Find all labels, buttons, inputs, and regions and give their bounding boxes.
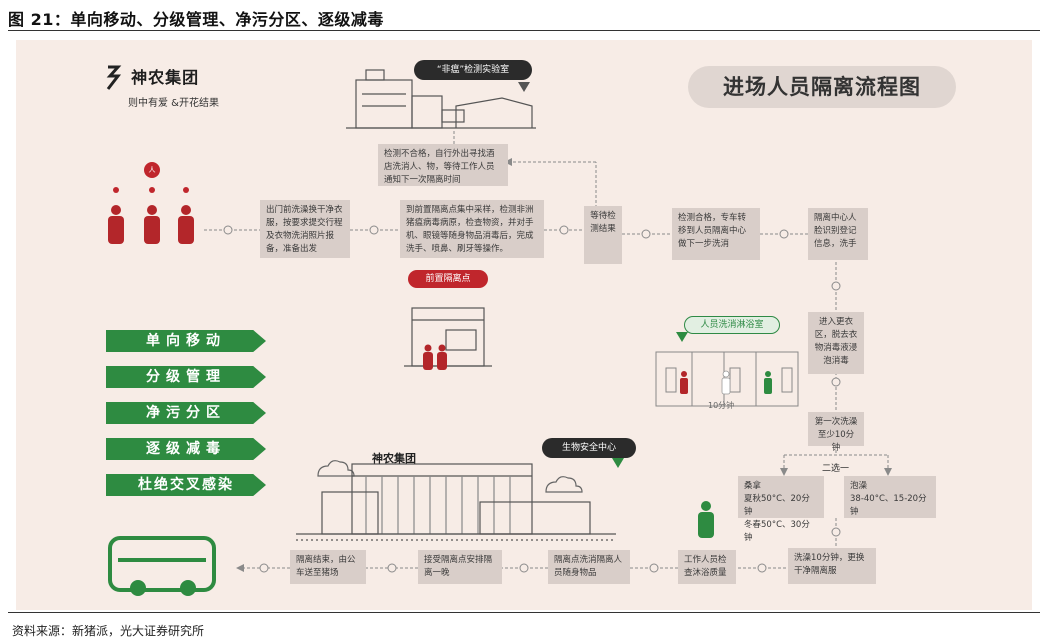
check-circle-icon: [649, 563, 659, 573]
step-10-box: 工作人员检查沐浴质量: [678, 550, 736, 584]
check-circle-icon: [831, 377, 841, 387]
brand-name: 神农集团: [131, 68, 200, 87]
arrowhead-bus: [236, 564, 244, 572]
lab-label: “非瘟”检测实验室: [414, 60, 532, 80]
pre-isolation-label: 前置隔离点: [408, 270, 488, 288]
person-icon: [721, 370, 731, 395]
check-circle-icon: [831, 527, 841, 537]
step-13-box: 隔离结束，由公车送至猪场: [290, 550, 366, 584]
check-circle-icon: [831, 281, 841, 291]
step-12-box: 接受隔离点安排隔离一晚: [418, 550, 502, 584]
check-circle-icon: [559, 225, 569, 235]
check-circle-icon: [779, 229, 789, 239]
step-8a-box: 桑拿 夏秋50°C、20分钟 冬春50°C、30分钟: [738, 476, 824, 543]
check-circle-icon: [223, 225, 233, 235]
check-circle-icon: [387, 563, 397, 573]
step-9-box: 洗澡10分钟，更换干净隔离服: [788, 548, 876, 584]
person-icon: [108, 205, 688, 394]
step-3-box: 等待检测结果: [584, 206, 622, 264]
figure-title: 图 21：单向移动、分级管理、净污分区、逐级减毒: [8, 10, 384, 29]
flowchart-poster: 神农集团 则中有爱 &开花结果 进场人员隔离流程图: [16, 40, 1032, 610]
source-note: 资料来源：新猪派，光大证券研究所: [12, 624, 205, 638]
logo-icon: [106, 65, 122, 90]
check-circle-icon: [259, 563, 269, 573]
person-icon: [698, 371, 772, 538]
step-6-box: 进入更衣区，脱去衣物消毒液浸泡消毒: [808, 312, 864, 374]
step-5-box: 隔离中心人脸识别登记信息，洗手: [808, 208, 868, 260]
principle-ribbon: 单向移动: [106, 330, 266, 352]
arrowhead-fail: [504, 158, 512, 166]
step-4-box: 检测合格，专车转移到人员隔离中心做下一步洗消: [672, 208, 760, 260]
bus-icon: [108, 536, 216, 596]
step-2-box: 到前置隔离点集中采样，检测非洲猪瘟病毒病原，检查物资，并对手机、眼镜等随身物品消…: [400, 200, 544, 258]
pre-isolation-room-icon: [404, 307, 492, 367]
check-circle-icon: [757, 563, 767, 573]
building-brand: 神农集团: [372, 452, 416, 465]
principle-ribbon: 逐级减毒: [106, 438, 266, 460]
principle-ribbon: 分级管理: [106, 366, 266, 388]
lab-building-icon: [346, 69, 536, 129]
arrowhead-b: [884, 468, 892, 476]
shower-room-label: 人员洗消淋浴室: [684, 316, 780, 334]
biosafety-building-icon: [296, 463, 616, 541]
step-7-box: 第一次洗澡至少10分钟: [808, 412, 864, 453]
title-rule: [8, 30, 1040, 31]
person-badge-circle: [144, 162, 160, 178]
shower-room-icon: [655, 351, 799, 407]
check-circle-icon: [519, 563, 529, 573]
choice-label: 二选一: [822, 464, 850, 474]
check-circle-icon: [369, 225, 379, 235]
source-rule: [8, 612, 1040, 613]
check-circle-icon: [641, 229, 651, 239]
step-8b-box: 泡澡 38-40°C、15-20分钟: [844, 476, 936, 518]
person-badge: 人: [148, 166, 156, 174]
arrowhead-a: [780, 468, 788, 476]
biosafety-label: 生物安全中心: [542, 438, 636, 458]
connector-layer: [108, 69, 892, 596]
step-1-box: 出门前洗澡换干净衣服，按要求提交行程及衣物洗消照片报备，准备出发: [260, 200, 350, 258]
step-11-box: 隔离点洗消隔离人员随身物品: [548, 550, 630, 584]
principle-ribbon: 杜绝交叉感染: [106, 474, 266, 496]
step-fail-box: 检测不合格，自行外出寻找酒店洗消人、物，等待工作人员通知下一次隔离时间: [378, 144, 508, 186]
principle-ribbon: 净污分区: [106, 402, 266, 424]
brand-block: 神农集团 则中有爱 &开花结果: [104, 64, 219, 109]
brand-slogan: 则中有爱 &开花结果: [128, 98, 219, 109]
location-pin-icon: [113, 82, 688, 468]
shower-time-note: 10分钟: [708, 401, 735, 410]
main-title: 进场人员隔离流程图: [688, 66, 956, 108]
